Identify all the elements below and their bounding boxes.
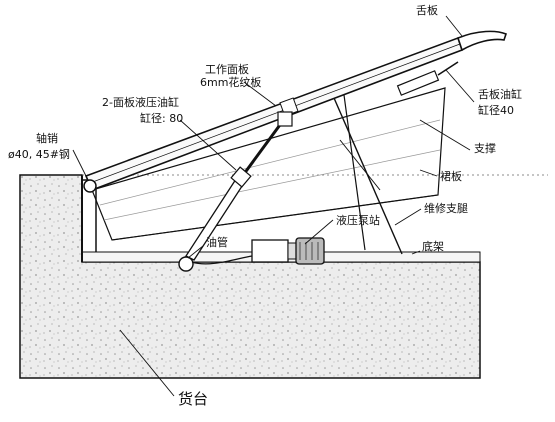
- leader-lines: [72, 15, 475, 397]
- label-main-cylinder-1: 2-面板液压油缸: [102, 95, 179, 109]
- label-oil-pipe: 油管: [206, 235, 228, 249]
- label-lip-cylinder-2: 缸径40: [478, 103, 514, 117]
- label-main-cylinder-2: 缸径: 80: [140, 111, 183, 125]
- main-hydraulic-cylinder: [178, 111, 293, 272]
- label-pump-station: 液压泵站: [336, 213, 380, 227]
- label-base-frame: 底架: [422, 239, 444, 253]
- label-lip-plate: 舌板: [416, 3, 438, 17]
- skirt-plate: [91, 87, 446, 241]
- concrete-dock: [19, 174, 548, 379]
- lip-plate: [457, 30, 507, 52]
- label-pin-2: ø40, 45#钢: [8, 148, 70, 161]
- label-dock: 货台: [178, 390, 208, 408]
- pivot-pin: [83, 179, 97, 193]
- label-work-panel-1: 工作面板: [205, 62, 249, 76]
- label-support: 支撑: [474, 141, 496, 155]
- label-maintenance-leg: 维修支腿: [424, 201, 468, 215]
- support-legs: [333, 94, 403, 255]
- label-work-panel-2: 6mm花纹板: [200, 75, 261, 89]
- label-skirt-plate: 裙板: [440, 169, 462, 183]
- labels: 舌板 工作面板 6mm花纹板 2-面板液压油缸 缸径: 80 舌板油缸 缸径40…: [8, 3, 522, 408]
- label-pin-1: 轴销: [36, 131, 58, 145]
- oil-pipe: [191, 255, 253, 265]
- lip-cylinder: [396, 61, 459, 96]
- label-lip-cylinder-1: 舌板油缸: [478, 87, 522, 101]
- hydraulic-pump-station: [251, 237, 325, 265]
